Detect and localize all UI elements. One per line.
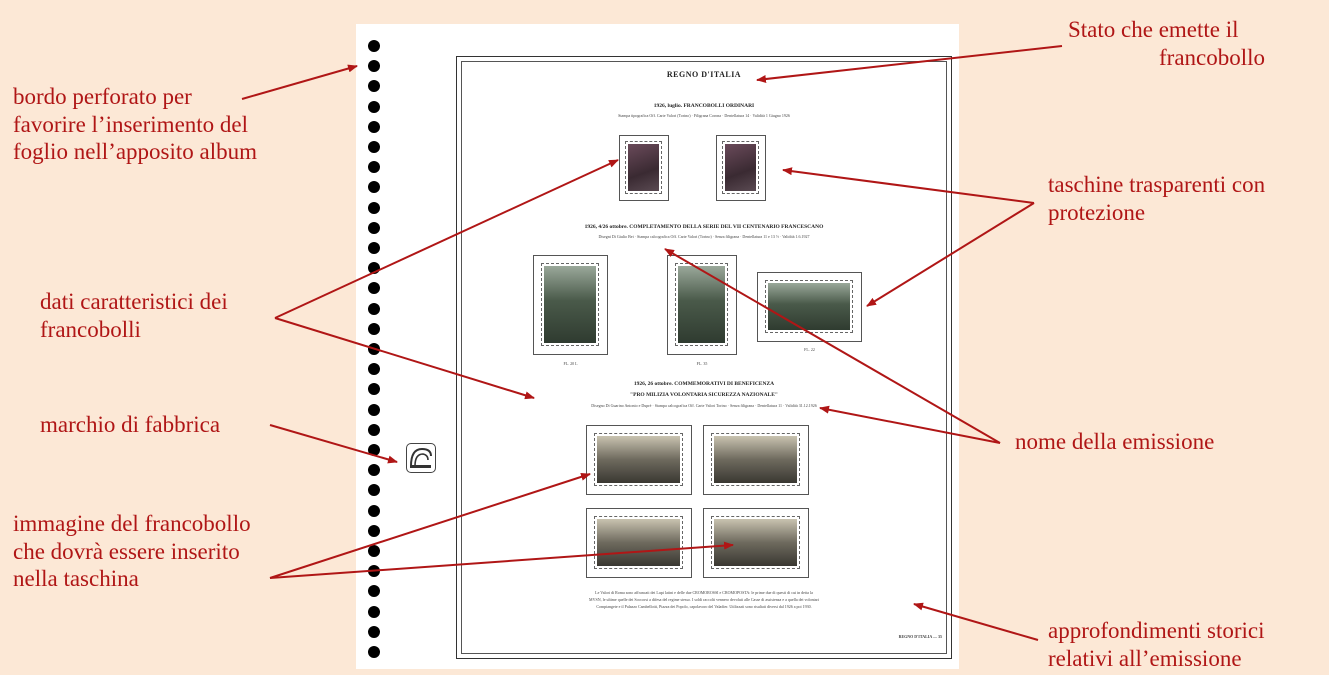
stamp-pocket xyxy=(586,508,692,578)
stamp-image xyxy=(594,516,683,569)
annotation-line: protezione xyxy=(1048,199,1146,225)
arrow xyxy=(241,64,358,100)
annotation-line: approfondimenti storici xyxy=(1048,618,1265,643)
perforation-hole xyxy=(368,181,380,194)
annotation-stamp-image: immagine del francobollo che dovrà esser… xyxy=(13,510,251,593)
perforation-hole xyxy=(368,444,380,456)
annotation-transparent-pockets: taschine trasparenti con protezione xyxy=(1048,171,1265,226)
stamp-pocket xyxy=(619,135,669,201)
arrow xyxy=(274,317,535,400)
arrow xyxy=(913,602,1039,641)
perforation-hole xyxy=(368,322,380,335)
stamp-image xyxy=(594,433,683,486)
perforation-hole xyxy=(368,605,380,618)
arrow xyxy=(269,472,591,579)
perforation-hole xyxy=(368,524,380,537)
annotation-line: immagine del francobollo xyxy=(13,511,251,536)
perforation-hole xyxy=(368,545,380,557)
stamp-caption: FL. 35 xyxy=(696,361,708,366)
annotation-line: favorire l’inserimento del xyxy=(13,111,249,137)
page-frame-inner xyxy=(461,61,947,654)
perforation-hole xyxy=(368,80,380,93)
perforation-hole xyxy=(368,363,380,376)
perforation-hole xyxy=(368,120,380,133)
arrow xyxy=(866,202,1035,307)
perforation-hole xyxy=(368,464,380,477)
annotation-stamp-data: dati caratteristici dei francobolli xyxy=(40,288,228,343)
stamp-pocket xyxy=(757,272,862,342)
annotation-line: dati caratteristici dei xyxy=(40,289,228,314)
perforation-hole xyxy=(368,585,380,598)
factory-logo-icon xyxy=(406,443,436,473)
arrow xyxy=(664,248,1001,444)
perforation-hole xyxy=(368,282,380,295)
page-frame-outer xyxy=(456,56,952,659)
section2-subtext: Disegni Di Giulio Bei · Stampa calcograf… xyxy=(598,234,810,239)
emission-name: "PRO MILIZIA VOLONTARIA SICUREZZA NAZION… xyxy=(630,392,778,398)
annotation-line: che dovrà essere inserito xyxy=(13,538,240,564)
stamp-image xyxy=(711,516,800,569)
perforation-hole xyxy=(368,383,380,396)
annotation-historical-notes: approfondimenti storici relativi all’emi… xyxy=(1048,617,1265,672)
perforation-hole xyxy=(368,403,380,416)
perforation-hole xyxy=(368,141,380,153)
annotation-line: taschine trasparenti con xyxy=(1048,172,1266,197)
footnote-line: Le Valori di Roma sono affrancati dei Lu… xyxy=(595,590,813,595)
stamp-pocket xyxy=(533,255,608,355)
perforation-hole xyxy=(368,161,380,174)
stamp-image xyxy=(711,433,800,486)
perforation-hole xyxy=(368,302,380,315)
arrow xyxy=(269,541,734,579)
section2-heading: 1926, 4/26 ottobre. COMPLETAMENTO DELLA … xyxy=(584,224,824,230)
perforation-hole xyxy=(368,423,380,436)
annotation-line: relativi all’emissione xyxy=(1048,645,1242,671)
perforation-hole xyxy=(368,646,380,658)
page-title: REGNO D'ITALIA xyxy=(666,70,742,79)
annotation-line: bordo perforato per xyxy=(13,84,192,109)
stamp-pocket xyxy=(586,425,692,495)
stamp-pocket xyxy=(716,135,766,201)
annotation-emission-name: nome della emissione xyxy=(1015,429,1215,454)
arrow xyxy=(819,405,1001,444)
perforation-hole xyxy=(368,201,380,214)
perforation-hole xyxy=(368,60,380,73)
arrow xyxy=(782,167,1035,204)
perforation-hole xyxy=(368,484,380,497)
arrow xyxy=(274,159,619,319)
annotation-line: francobollo xyxy=(1159,44,1266,70)
page-number: REGNO D'ITALIA — 35 xyxy=(898,634,942,639)
perforation-hole xyxy=(368,100,380,113)
section1-subtext: Stampa tipografica Off. Carte Valori (To… xyxy=(618,113,790,118)
annotation-line: foglio nell’apposito album xyxy=(13,139,258,165)
stamp-caption: FL. 22 xyxy=(804,347,815,352)
annotation-line: Stato che emette il xyxy=(1068,17,1239,42)
annotation-issuing-state: Stato che emette il francobollo xyxy=(1068,16,1265,71)
annotation-perforated-border: bordo perforato per favorire l’inserimen… xyxy=(13,83,257,166)
arrow xyxy=(269,424,398,464)
section1-heading: 1926, luglio. FRANCOBOLLI ORDINARI xyxy=(653,103,755,109)
stamp-image xyxy=(625,141,662,194)
stamp-pocket xyxy=(703,425,809,495)
footnote-line: MVSN, le ultime quelle dei Soccorsi a di… xyxy=(589,597,819,602)
stamp-caption: FL. 20 L xyxy=(563,361,578,366)
stamp-image xyxy=(541,263,599,346)
annotation-line: francobolli xyxy=(40,316,141,342)
perforation-hole xyxy=(368,242,380,254)
section3-heading: 1926, 26 ottobre. COMMEMORATIVI DI BENEF… xyxy=(633,381,775,387)
perforation-hole xyxy=(368,221,380,234)
stamp-image xyxy=(722,141,759,194)
perforation-hole xyxy=(368,40,380,52)
annotation-factory-mark: marchio di fabbrica xyxy=(40,412,221,437)
stamp-pocket xyxy=(667,255,737,355)
annotation-line: nella taschina xyxy=(13,566,139,592)
stamp-image xyxy=(675,263,728,346)
perforation-hole xyxy=(368,504,380,517)
perforation-hole xyxy=(368,625,380,638)
arrow xyxy=(756,45,1063,83)
stamp-pocket xyxy=(703,508,809,578)
section3-subtext: Disegno Di Guarino Antonio e Duprè · Sta… xyxy=(591,403,817,408)
footnote-line: Compiangete e il Palazzo Cambellotti, Pi… xyxy=(596,604,812,609)
stamp-image xyxy=(765,280,853,333)
